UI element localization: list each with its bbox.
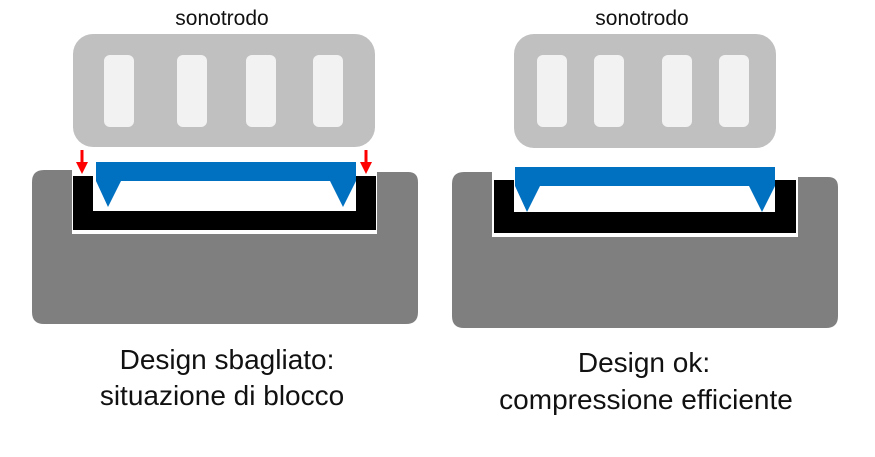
panel-wrong-design: sonotrodo Design sbagliato: situazione d… xyxy=(32,7,418,411)
caption-line2: compressione efficiente xyxy=(499,384,793,415)
blocking-arrow-right xyxy=(360,150,372,174)
part-bottom xyxy=(73,176,376,230)
sonotrode-slot xyxy=(594,55,624,127)
sonotrode-slot xyxy=(662,55,692,127)
part-bottom xyxy=(494,180,796,233)
sonotrode-slot xyxy=(104,55,134,127)
fixture xyxy=(32,170,418,324)
sonotrode-label: sonotrodo xyxy=(175,7,268,30)
part-top xyxy=(515,167,775,212)
blocking-arrow-left xyxy=(76,150,88,174)
sonotrode-slot xyxy=(537,55,567,127)
sonotrode-slot xyxy=(246,55,276,127)
sonotrode-slot xyxy=(313,55,343,127)
sonotrode-body xyxy=(73,34,375,147)
caption-line1: Design sbagliato: xyxy=(120,344,335,375)
sonotrode-body xyxy=(514,34,776,148)
sonotrode-slot xyxy=(177,55,207,127)
caption-line1: Design ok: xyxy=(578,347,710,378)
sonotrode-label: sonotrodo xyxy=(595,7,688,30)
part-top xyxy=(96,162,356,207)
fixture xyxy=(452,172,838,328)
sonotrode xyxy=(73,34,375,147)
sonotrode-slot xyxy=(719,55,749,127)
sonotrode xyxy=(514,34,776,148)
caption-line2: situazione di blocco xyxy=(100,380,344,411)
panel-ok-design: sonotrodo Design ok: compressione effici… xyxy=(452,7,838,415)
